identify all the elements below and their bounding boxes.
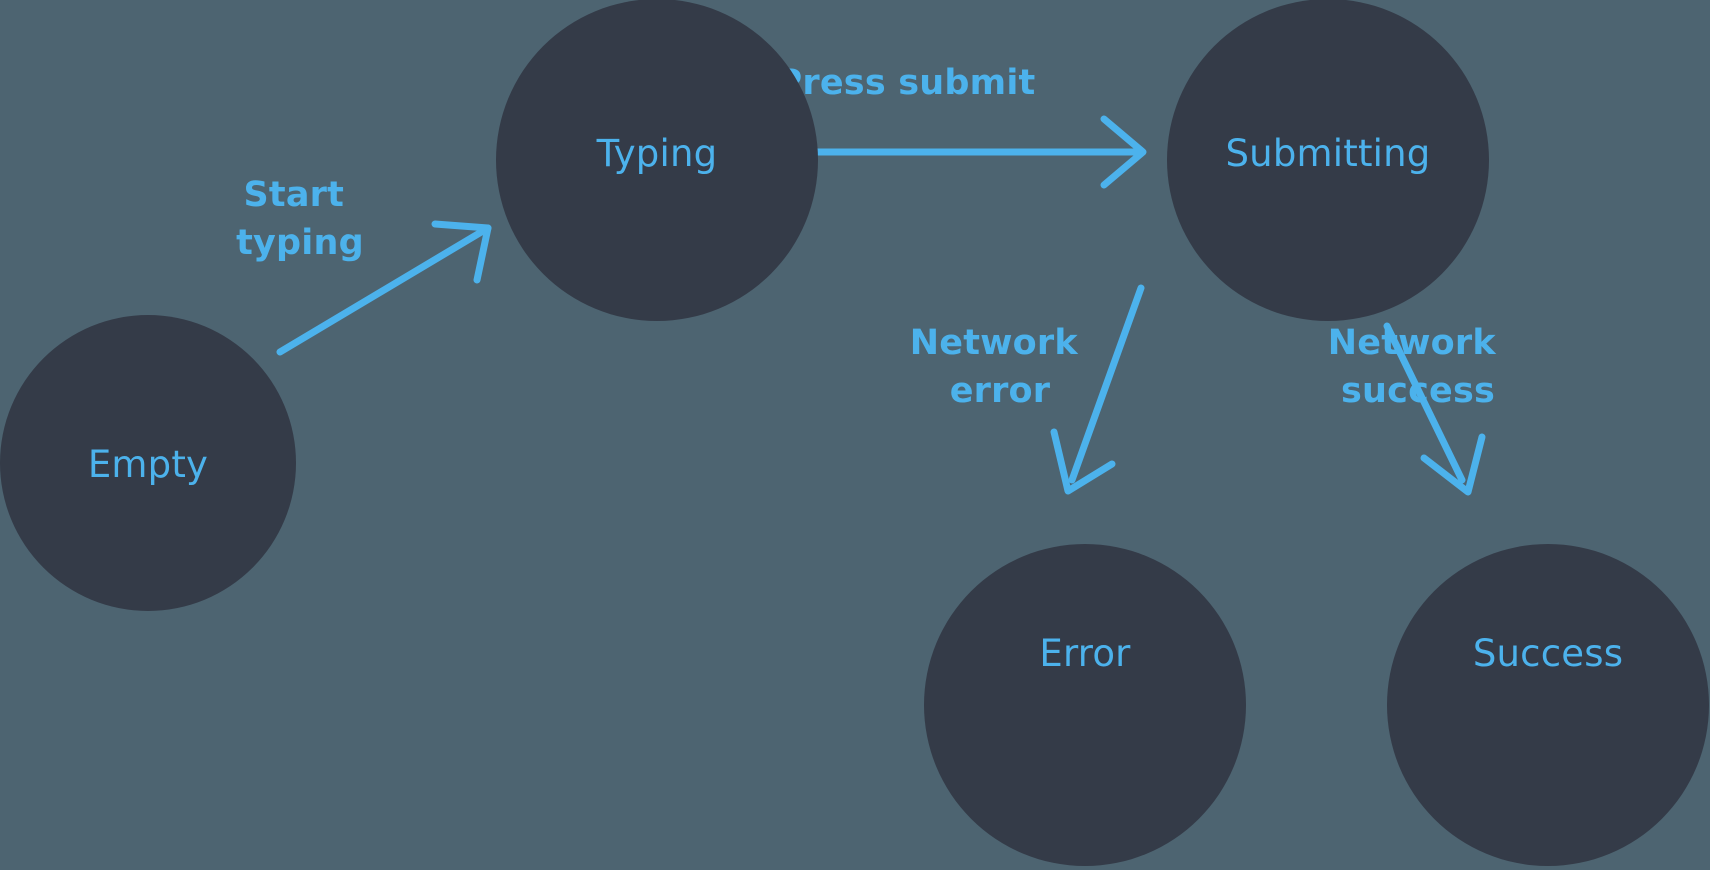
edge-label-line-2: typing [236,223,364,263]
edge-label-line-2: error [950,371,1051,411]
edge-submitting-to-success[interactable]: Network success [1328,322,1508,496]
arrowhead-submitting-to-success [1420,433,1486,496]
node-submitting-label: Submitting [1226,132,1431,175]
edge-label-line-1: Network [910,323,1079,363]
edge-typing-to-submitting[interactable]: Press submit [760,63,1147,189]
edge-label-empty-to-typing: Start typing [236,175,364,263]
node-success[interactable]: Success [1387,544,1709,866]
edge-submitting-to-error[interactable]: Network error [910,284,1145,495]
node-error[interactable]: Error [924,544,1246,866]
arrowhead-submitting-to-error [1050,428,1116,495]
node-typing-label: Typing [596,132,718,175]
edge-label-line-2: success [1341,371,1495,411]
node-empty[interactable]: Empty [0,315,296,611]
edge-label-line-1: Press submit [777,63,1036,103]
node-typing-circle [496,0,818,321]
edge-label-submitting-to-success: Network success [1328,323,1508,411]
node-typing[interactable]: Typing [496,0,818,321]
node-submitting-circle [1167,0,1489,321]
node-success-label: Success [1473,632,1623,675]
edge-line-empty-to-typing [276,224,492,356]
arrowhead-empty-to-typing [431,220,492,284]
node-empty-circle [0,315,296,611]
edge-label-submitting-to-error: Network error [910,323,1090,411]
edge-label-line-1: Start [244,175,345,215]
node-success-circle [1387,544,1709,866]
edge-line-submitting-to-error [1068,284,1145,484]
node-error-label: Error [1039,632,1131,675]
edge-line-submitting-to-success [1383,322,1466,484]
edge-label-typing-to-submitting: Press submit [777,63,1036,103]
edge-empty-to-typing[interactable]: Start typing [236,175,492,356]
node-error-circle [924,544,1246,866]
edge-label-line-1: Network [1328,323,1497,363]
node-empty-label: Empty [88,443,208,486]
arrowhead-typing-to-submitting [1100,115,1147,189]
node-submitting[interactable]: Submitting [1167,0,1489,321]
